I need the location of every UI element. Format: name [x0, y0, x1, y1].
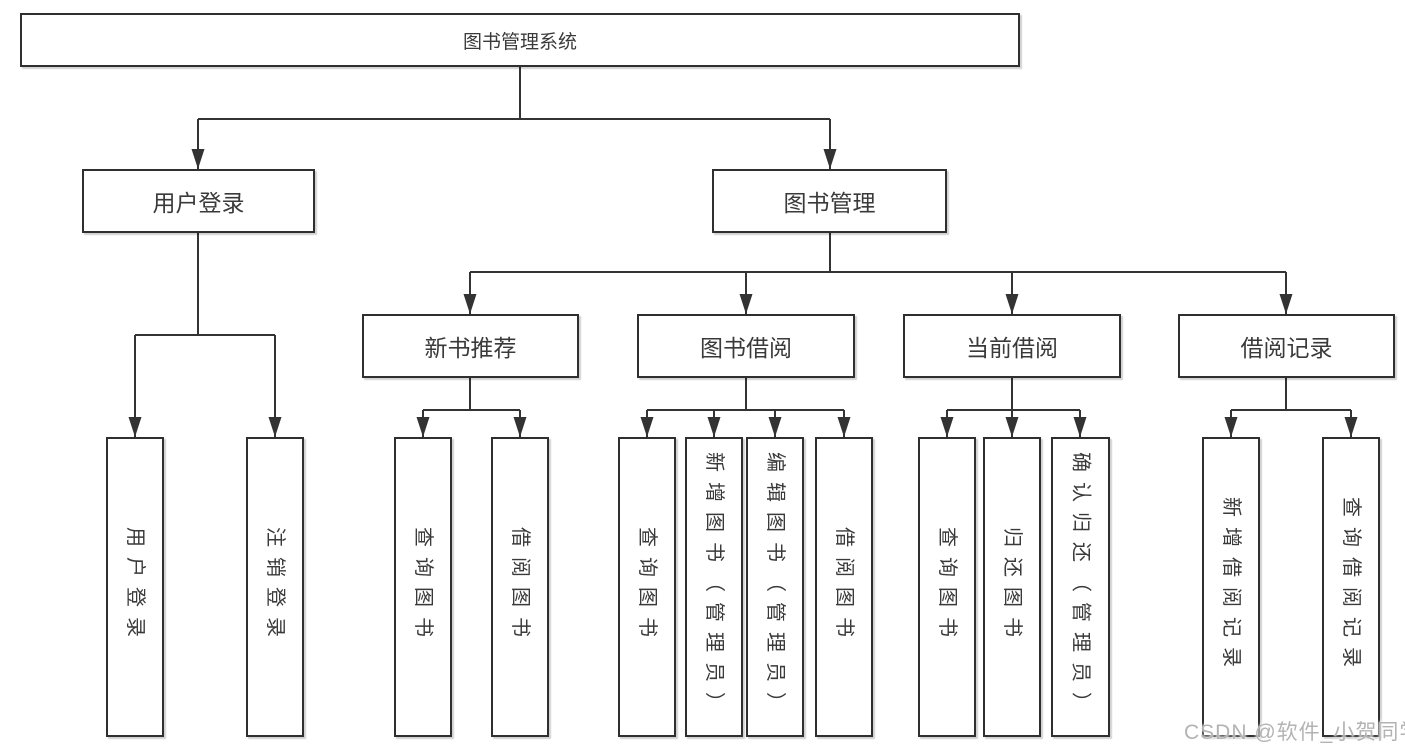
leaf-query-books-recommend: 查询图书: [394, 437, 452, 737]
node-label: 借阅记录: [1240, 335, 1333, 361]
node-label: 图书管理: [783, 190, 876, 216]
leaf-confirm-return-admin: 确认归还（管理员）: [1051, 437, 1110, 737]
leaf-label: 新增借阅记录: [1220, 497, 1242, 677]
leaf-label: 用户登录: [124, 527, 146, 647]
leaf-label: 归还图书: [1001, 527, 1023, 647]
leaf-query-books-current: 查询图书: [918, 437, 976, 737]
leaf-label: 查询图书: [636, 527, 658, 647]
leaf-add-borrow-record: 新增借阅记录: [1202, 437, 1260, 737]
leaf-borrow-books-recommend: 借阅图书: [491, 437, 549, 737]
leaf-label: 查询图书: [412, 527, 434, 647]
leaf-label: 借阅图书: [833, 527, 855, 647]
leaf-logout: 注销登录: [246, 437, 304, 737]
node-book-management: 图书管理: [712, 169, 947, 233]
leaf-label: 编辑图书（管理员）: [764, 452, 786, 722]
node-label: 图书借阅: [700, 335, 792, 361]
node-library-management-system: 图书管理系统: [20, 13, 1020, 67]
leaf-label: 查询图书: [936, 527, 958, 647]
node-user-login: 用户登录: [82, 169, 315, 233]
leaf-label: 注销登录: [264, 527, 286, 647]
node-borrowing-records: 借阅记录: [1178, 314, 1395, 378]
leaf-label: 新增图书（管理员）: [703, 452, 725, 722]
leaf-label: 借阅图书: [509, 527, 531, 647]
leaf-query-borrow-record: 查询借阅记录: [1322, 437, 1380, 737]
csdn-watermark: CSDN @软件_小贺同学: [1184, 721, 1405, 744]
node-label: 图书管理系统: [462, 31, 577, 53]
leaf-return-books: 归还图书: [983, 437, 1041, 737]
leaf-label: 确认归还（管理员）: [1069, 452, 1092, 722]
leaf-label: 查询借阅记录: [1340, 497, 1362, 677]
node-label: 新书推荐: [424, 335, 517, 361]
node-new-book-recommendation: 新书推荐: [362, 314, 579, 378]
leaf-edit-books-admin: 编辑图书（管理员）: [746, 437, 804, 737]
leaf-query-books-borrowing: 查询图书: [618, 437, 676, 737]
leaf-add-books-admin: 新增图书（管理员）: [685, 437, 743, 737]
leaf-borrow-books: 借阅图书: [815, 437, 873, 737]
node-book-borrowing: 图书借阅: [637, 314, 855, 378]
leaf-user-login: 用户登录: [106, 437, 164, 737]
node-current-borrowing: 当前借阅: [903, 314, 1121, 378]
node-label: 用户登录: [152, 190, 245, 216]
node-label: 当前借阅: [966, 335, 1058, 361]
